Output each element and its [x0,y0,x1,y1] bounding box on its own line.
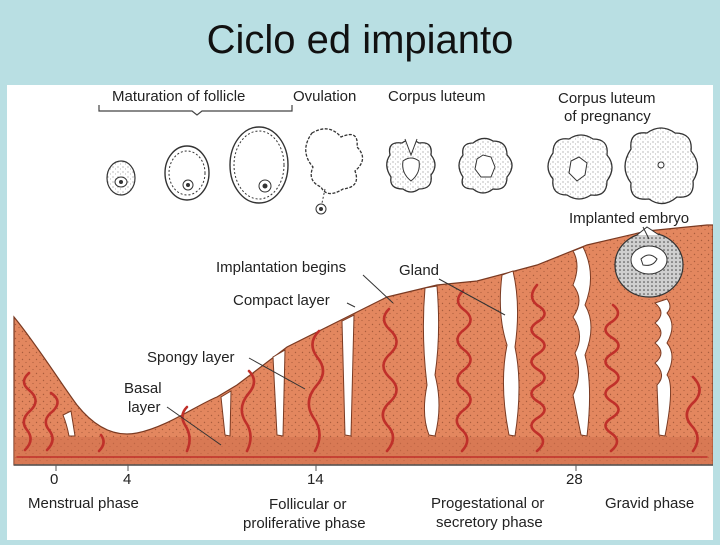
leader-embryo [642,226,650,240]
label-corpus-pregnancy-2: of pregnancy [564,108,651,125]
day-4: 4 [123,471,131,488]
phase-gravid: Gravid phase [605,495,694,512]
label-spongy-layer: Spongy layer [147,349,235,366]
leader-spongy [248,357,306,390]
spiral-arteries [16,283,708,458]
diagram-panel: Maturation of follicle Ovulation Corpus … [7,85,714,540]
phase-follicular-2: proliferative phase [243,515,366,532]
phase-progestational-1: Progestational or [431,495,544,512]
secondary-follicle [164,145,210,201]
follicle-maturation-group [98,105,293,204]
label-gland: Gland [399,262,439,279]
ovulation-figure [305,128,364,215]
label-implanted-embryo: Implanted embryo [569,210,689,227]
corpus-luteum-pregnancy-small [547,134,613,200]
glands [62,246,673,437]
label-basal-2: layer [128,399,161,416]
label-maturation: Maturation of follicle [112,88,245,105]
corpus-luteum-pregnancy-large [624,127,699,205]
endometrium [13,224,714,466]
label-ovulation: Ovulation [293,88,356,105]
leader-basal [166,406,222,446]
mature-follicle [229,126,289,204]
slide-title: Ciclo ed impianto [206,18,514,62]
primary-follicle [106,160,136,196]
phase-progestational-2: secretory phase [436,514,543,531]
leader-gland [438,278,506,316]
label-corpus-pregnancy-1: Corpus luteum [558,90,656,107]
maturation-bracket [98,105,293,116]
day-0: 0 [50,471,58,488]
implanted-embryo [614,226,684,298]
corpus-luteum-early [386,138,436,193]
day-14: 14 [307,471,324,488]
day-axis: 0 4 14 28 [14,464,713,488]
label-basal-1: Basal [124,380,162,397]
label-implantation-begins: Implantation begins [216,259,346,276]
phase-follicular-1: Follicular or [269,496,347,513]
phase-menstrual: Menstrual phase [28,495,139,512]
leader-implantation [362,274,394,304]
day-28: 28 [566,471,583,488]
leader-compact [346,302,356,308]
labels: Maturation of follicle Ovulation Corpus … [112,88,689,446]
endometrial-cycle-diagram: Maturation of follicle Ovulation Corpus … [13,88,714,532]
phase-labels: Menstrual phase Follicular or proliferat… [28,495,694,532]
label-corpus-luteum: Corpus luteum [388,88,486,105]
basal-band [14,437,713,465]
corpus-luteum [458,137,513,194]
label-compact-layer: Compact layer [233,292,330,309]
